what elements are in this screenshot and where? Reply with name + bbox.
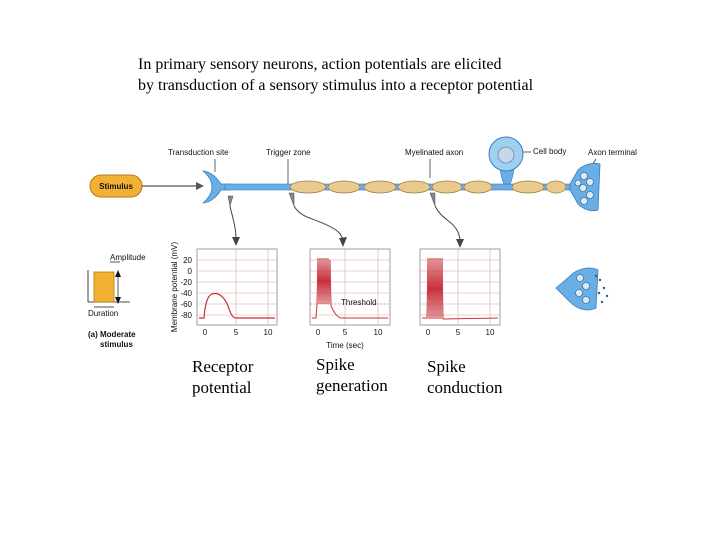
label-myelinated-axon: Myelinated axon [405, 148, 463, 157]
y-axis-label: Membrane potential (mV) [170, 242, 179, 333]
svg-text:5: 5 [343, 328, 348, 337]
svg-text:5: 5 [456, 328, 461, 337]
svg-text:-80: -80 [180, 311, 192, 320]
released-vesicles [575, 274, 590, 304]
sublabel-spike-generation: Spike generation [316, 355, 388, 395]
electrode-receptor [227, 195, 240, 246]
label-transduction-site: Transduction site [168, 148, 229, 157]
svg-text:0: 0 [188, 267, 193, 276]
stimulus-label: Stimulus [99, 182, 133, 191]
amplitude-label: Amplitude [110, 253, 146, 262]
threshold-label: Threshold [341, 298, 377, 307]
dendrite [201, 170, 231, 204]
panel-a-label-2: stimulus [100, 340, 133, 349]
neurotransmitter-dots [594, 274, 609, 304]
panel-a-label-1: (a) Moderate [88, 330, 136, 339]
svg-text:0: 0 [316, 328, 321, 337]
label-trigger-zone: Trigger zone [266, 148, 311, 157]
synaptic-vesicles [574, 172, 594, 205]
nucleus [497, 146, 515, 164]
x-axis-label: Time (sec) [326, 341, 364, 350]
cell-body-stalk [499, 167, 515, 185]
terminal-releasing [555, 267, 599, 311]
duration-label: Duration [88, 309, 118, 318]
svg-text:10: 10 [374, 328, 383, 337]
svg-text:5: 5 [234, 328, 239, 337]
plot-spike-conduction: 0 5 10 [419, 248, 501, 337]
electrode-trigger [288, 192, 347, 247]
svg-text:-40: -40 [180, 289, 192, 298]
svg-text:10: 10 [486, 328, 495, 337]
svg-text:10: 10 [264, 328, 273, 337]
stimulus-inset: Amplitude Duration (a) Moderate stimulus [87, 253, 146, 349]
sublabel-spike-conduction: Spike conduction [427, 357, 503, 397]
plot-spike-generation: Threshold 0 5 10 Time (sec) [309, 248, 391, 350]
svg-text:-60: -60 [180, 300, 192, 309]
svg-text:0: 0 [203, 328, 208, 337]
svg-text:20: 20 [183, 256, 192, 265]
svg-text:-20: -20 [180, 278, 192, 287]
myelin-sheaths [289, 180, 567, 194]
stimulus-arrow-head [196, 182, 204, 190]
figure-caption: In primary sensory neurons, action poten… [138, 56, 534, 94]
label-cell-body: Cell body [533, 147, 566, 156]
electrode-conduction [429, 192, 464, 248]
label-axon-terminal: Axon terminal [588, 148, 637, 157]
plot-receptor-potential: 20 0 -20 -40 -60 -80 0 5 10 [180, 248, 278, 337]
svg-text:0: 0 [426, 328, 431, 337]
sublabel-receptor-potential: Receptor potential [192, 357, 254, 397]
